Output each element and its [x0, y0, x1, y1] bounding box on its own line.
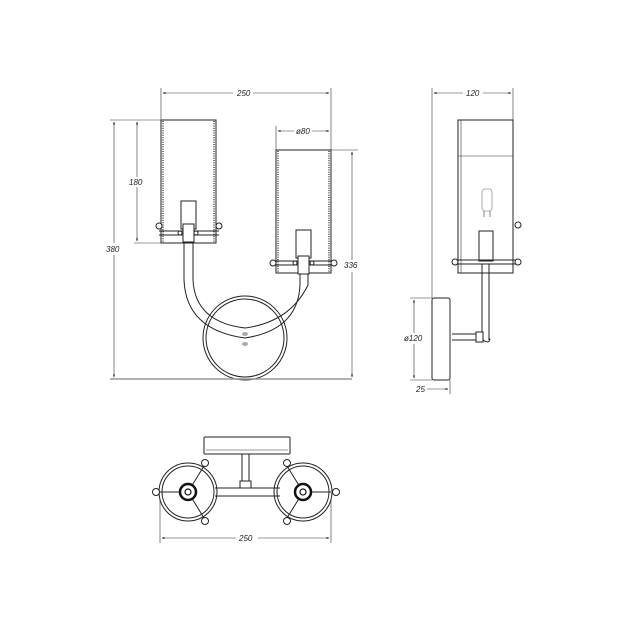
shade-height-label: 180 — [129, 178, 143, 187]
top-width-label: 250 — [238, 534, 253, 543]
base-thickness-label: 25 — [415, 385, 425, 394]
front-width-label: 250 — [236, 89, 251, 98]
side-view: 120 ø120 25 — [402, 88, 522, 394]
side-depth-label: 120 — [466, 89, 480, 98]
top-view: 250 — [152, 436, 340, 543]
shade-diameter-label: ø80 — [296, 127, 310, 136]
right-height-label: 336 — [344, 261, 358, 270]
total-height-label: 380 — [106, 245, 120, 254]
front-view: 250 ø80 — [104, 88, 362, 381]
base-diameter-label: ø120 — [404, 334, 423, 343]
